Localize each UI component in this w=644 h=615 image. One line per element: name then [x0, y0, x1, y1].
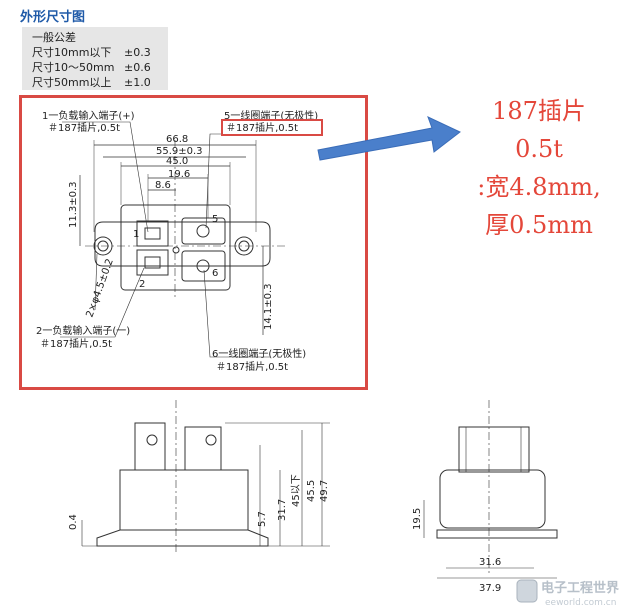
pin-label-1: 1: [133, 229, 139, 240]
tolerance-row: 尺寸10mm以下 ±0.3: [32, 46, 151, 59]
dim-45-0: 45.0: [166, 156, 188, 167]
highlight-frame: [19, 95, 368, 390]
callout-line-2: 0.5t: [515, 135, 563, 163]
terminal-6-name: 6一线圈端子(无极性): [212, 347, 306, 360]
spec-highlight-box: [221, 119, 323, 136]
terminal-5-spec: ＃187插片,0.5t: [226, 121, 298, 134]
dim-8-6: 8.6: [155, 180, 171, 191]
dim-31-6: 31.6: [479, 557, 501, 568]
svg-text:电子工程世界: 电子工程世界: [541, 580, 619, 596]
terminal-2-spec: ＃187插片,0.5t: [40, 337, 112, 350]
watermark-logo: 电子工程世界 eeworld.com.cn: [516, 579, 619, 608]
dim-45-max: 45以下: [291, 474, 302, 507]
dim-66-8: 66.8: [166, 134, 188, 145]
dim-hole: 2×φ4.5±0.2: [84, 257, 115, 319]
dim-37-9: 37.9: [479, 583, 501, 594]
svg-text:eeworld.com.cn: eeworld.com.cn: [545, 598, 616, 608]
callout-arrow-icon: [317, 116, 461, 161]
tolerance-heading: 一般公差: [32, 31, 76, 44]
spec-callout: 187插片 0.5t :宽4.8mm, 厚0.5mm: [444, 92, 634, 244]
terminal-6-spec: ＃187插片,0.5t: [216, 360, 288, 373]
dim-19-6: 19.6: [168, 169, 190, 180]
terminal-1-spec: ＃187插片,0.5t: [48, 121, 120, 134]
dim-19-5: 19.5: [412, 508, 423, 530]
tolerance-row: 尺寸50mm以上 ±1.0: [32, 76, 151, 89]
callout-line-4: 厚0.5mm: [485, 211, 593, 239]
callout-line-3: :宽4.8mm,: [477, 173, 601, 201]
dim-31-7: 31.7: [277, 499, 288, 521]
dim-11-3: 11.3±0.3: [68, 181, 79, 228]
dim-45-5: 45.5: [306, 480, 317, 502]
dim-5-7: 5.7: [257, 511, 268, 527]
dim-49-7: 49.7: [319, 480, 330, 502]
terminal-5-name: 5一线圈端子(无极性): [224, 109, 318, 122]
tolerance-table: 一般公差 尺寸10mm以下 ±0.3 尺寸10～50mm ±0.6 尺寸50mm…: [22, 27, 168, 90]
dim-0-4: 0.4: [68, 514, 79, 530]
page-title: 外形尺寸图: [20, 10, 86, 25]
tolerance-row: 尺寸10～50mm ±0.6: [32, 61, 151, 74]
pin-label-5: 5: [212, 214, 218, 225]
callout-line-1: 187插片: [492, 97, 586, 125]
terminal-2-name: 2一负载输入端子(一): [36, 324, 130, 337]
dim-14-1: 14.1±0.3: [263, 283, 274, 330]
dim-55-9: 55.9±0.3: [156, 146, 203, 157]
pin-label-2: 2: [139, 279, 145, 290]
pin-label-6: 6: [212, 268, 218, 279]
terminal-1-name: 1一负载输入端子(+): [42, 109, 135, 122]
